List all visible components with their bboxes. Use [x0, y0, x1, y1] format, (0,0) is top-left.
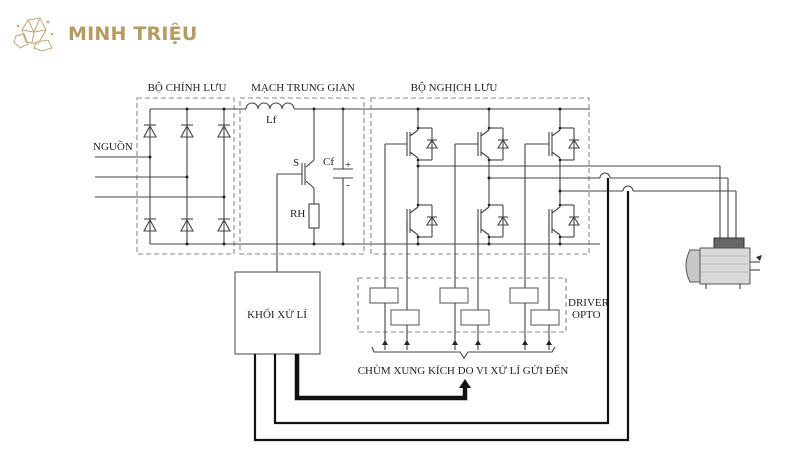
opto-label: OPTO: [572, 309, 601, 321]
resistor-icon: [308, 203, 320, 229]
processor-label: KHỐI XỬ LÍ: [247, 308, 307, 321]
brace: [371, 346, 556, 359]
inverter-block: [370, 97, 590, 255]
processor-block: [234, 271, 321, 355]
pulse-label: CHÙM XUNG KÍCH DO VI XỬ LÍ GỬI ĐẾN: [358, 364, 569, 377]
igbt-icon: [406, 198, 438, 244]
inductor-label: Lf: [266, 114, 277, 126]
opto-drivers: [369, 287, 560, 350]
inductor-icon: [245, 102, 295, 110]
brand-name: MINH TRIỆU: [68, 23, 198, 45]
inverter-title: BỘ NGHỊCH LƯU: [411, 82, 498, 94]
switch-label: S: [293, 157, 299, 169]
brand-logo: MINH TRIỆU: [12, 14, 197, 54]
motor-icon: [685, 237, 762, 289]
capacitor-minus: -: [346, 179, 350, 191]
dc-link: [244, 102, 590, 272]
pulse-arrow: [294, 354, 468, 401]
capacitor-label: Cf: [323, 156, 334, 168]
rectifier-title: BỘ CHỈNH LƯU: [148, 82, 227, 94]
intermediate-title: MẠCH TRUNG GIAN: [251, 82, 355, 94]
igbt-icon: [477, 121, 509, 167]
driver-label: DRIVER: [568, 297, 610, 309]
rectifier-bridge: [95, 107, 600, 246]
driver-opto-block: [357, 277, 567, 333]
rectifier-block: [136, 97, 235, 255]
igbt-icon: [406, 121, 438, 167]
arrow-head-icon: [459, 379, 471, 388]
igbt-icon: [548, 121, 580, 167]
feedback-line-2: [253, 191, 630, 442]
crystal-logo-icon: [13, 17, 54, 52]
intermediate-block: [239, 97, 365, 255]
capacitor-plus: +: [345, 159, 351, 171]
igbt-icon: [477, 198, 509, 244]
brake-switch-icon: [276, 159, 315, 272]
feedback-line-1: [273, 178, 610, 425]
inverter-bridge: [384, 107, 737, 310]
resistor-label: RH: [290, 208, 305, 220]
source-label: NGUỒN: [93, 140, 133, 153]
igbt-icon: [548, 198, 580, 244]
